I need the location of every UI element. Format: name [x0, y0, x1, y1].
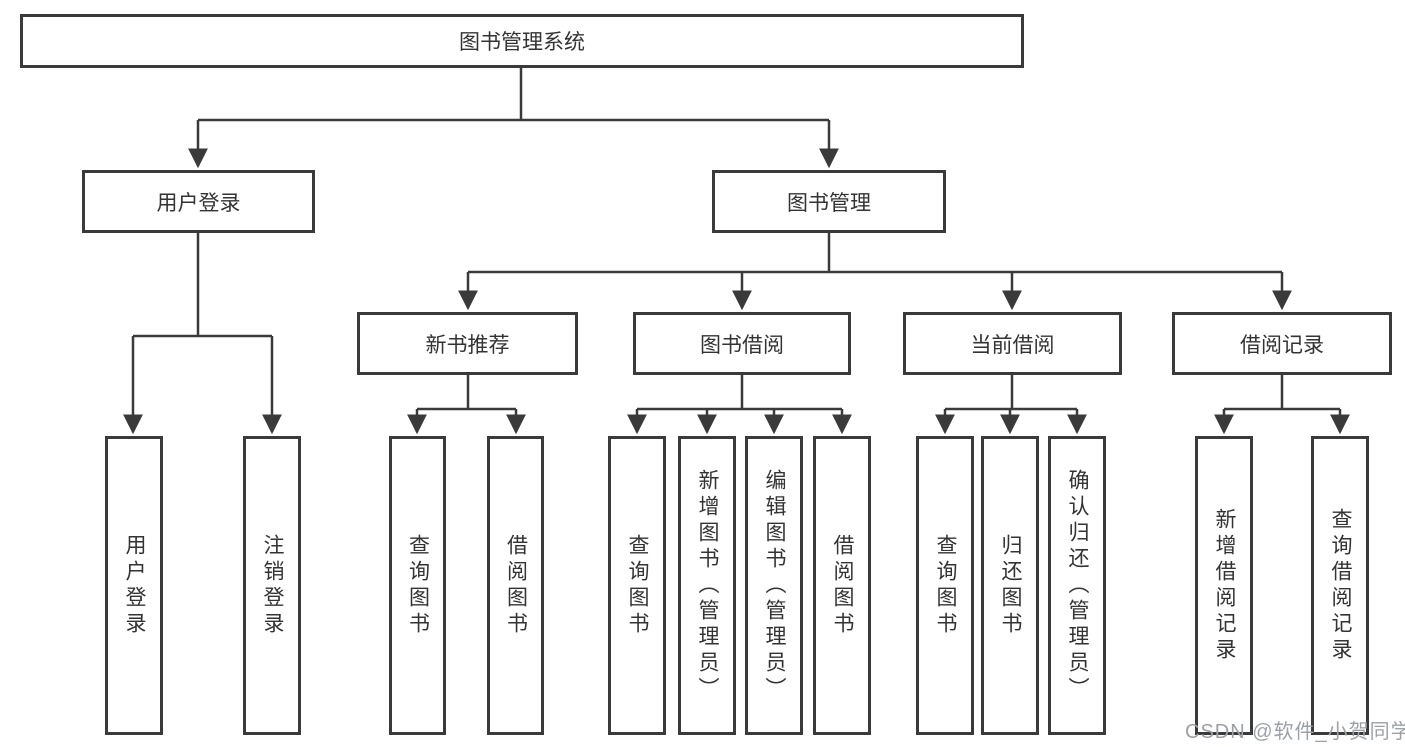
node-logout-leaf-label: 注销登录 [261, 533, 284, 638]
node-bb-query: 查询图书 [608, 436, 666, 735]
node-book-borrow-label: 图书借阅 [700, 333, 784, 357]
node-root-label: 图书管理系统 [459, 31, 585, 54]
node-borrow-records-label: 借阅记录 [1240, 333, 1324, 357]
connector-new-book-rec-children [407, 375, 526, 435]
node-book-mgmt-label: 图书管理 [787, 191, 871, 215]
node-user-login-label: 用户登录 [156, 191, 241, 215]
connector-root-to-level2 [188, 68, 839, 169]
connector-borrow-records-children [1214, 375, 1350, 435]
node-bb-add: 新增图书（管理员） [678, 436, 736, 735]
node-login-leaf: 用户登录 [105, 436, 163, 735]
node-bb-edit-label: 编辑图书（管理员） [763, 468, 786, 703]
node-rec-query: 查询图书 [389, 436, 446, 735]
node-cb-query: 查询图书 [916, 436, 974, 735]
node-rec-borrow-label: 借阅图书 [504, 533, 528, 638]
node-login-leaf-label: 用户登录 [123, 533, 146, 638]
node-current-borrow: 当前借阅 [903, 312, 1122, 375]
node-book-mgmt: 图书管理 [712, 170, 946, 233]
node-cb-return-label: 归还图书 [999, 533, 1022, 638]
node-bb-borrow: 借阅图书 [813, 436, 871, 735]
node-new-book-rec: 新书推荐 [357, 312, 578, 375]
node-cb-return: 归还图书 [981, 436, 1039, 735]
connector-book-mgmt-children [458, 233, 1292, 311]
node-rec-query-label: 查询图书 [406, 533, 430, 638]
node-root: 图书管理系统 [20, 14, 1024, 68]
node-br-add-label: 新增借阅记录 [1213, 507, 1236, 664]
node-cb-query-label: 查询图书 [934, 533, 957, 638]
node-bb-add-label: 新增图书（管理员） [696, 468, 719, 703]
node-new-book-rec-label: 新书推荐 [425, 333, 510, 357]
node-br-query-label: 查询借阅记录 [1329, 507, 1352, 664]
node-cb-confirm-label: 确认归还（管理员） [1066, 468, 1089, 703]
node-cb-confirm: 确认归还（管理员） [1048, 436, 1106, 735]
node-current-borrow-label: 当前借阅 [970, 333, 1055, 357]
node-br-add: 新增借阅记录 [1195, 436, 1253, 735]
connector-book-borrow-children [627, 375, 852, 435]
node-book-borrow: 图书借阅 [633, 312, 851, 375]
connector-current-borrow-children [935, 375, 1087, 435]
watermark: CSDN @软件_小贺同学 [1185, 721, 1405, 743]
node-bb-query-label: 查询图书 [626, 533, 649, 638]
node-logout-leaf: 注销登录 [243, 436, 301, 735]
node-borrow-records: 借阅记录 [1172, 312, 1392, 375]
node-bb-borrow-label: 借阅图书 [831, 533, 854, 638]
node-rec-borrow: 借阅图书 [487, 436, 544, 735]
node-user-login: 用户登录 [82, 170, 315, 233]
node-br-query: 查询借阅记录 [1311, 436, 1369, 735]
connector-user-login-children [123, 233, 282, 435]
node-bb-edit: 编辑图书（管理员） [745, 436, 803, 735]
